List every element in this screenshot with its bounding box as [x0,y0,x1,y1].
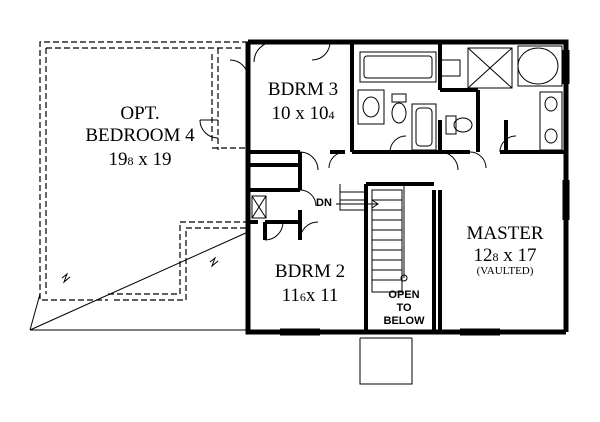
master-bath-fixtures [440,45,563,151]
master-dimensions: 128 x 17 [450,246,560,265]
hall-bath-fixtures [357,51,437,151]
opt-bedroom4-dimensions: 198 x 19 [70,150,210,169]
bdrm2-dim-a: 11 [281,285,300,306]
master-dim-a-sub: 8 [492,250,499,264]
bdrm2-dim-b: x 11 [305,285,339,306]
opt-bedroom4-dim-b: x 19 [133,149,172,170]
master-dim-a: 12 [473,245,493,266]
bdrm3-label: BDRM 3 [267,79,339,100]
opt-bedroom4-label-line2: BEDROOM 4 [85,125,195,146]
porch-roof [359,337,413,385]
opt-bedroom4-outline [39,41,248,301]
bdrm3-dimensions: 10 x 104 [258,104,348,123]
bdrm3-dim-a-sub: 4 [328,108,335,122]
opt-bedroom4-breaks [29,231,249,331]
door-swings [253,41,517,241]
linen-closet [251,195,267,219]
opt-bedroom4-dim-a-sub: 8 [127,154,134,168]
bdrm3-dim-a: 10 x 10 [271,103,329,124]
interior-walls [248,42,566,332]
open-to-below-line1: OPEN [388,289,420,301]
master-dim-b: x 17 [498,245,537,266]
stair-treads [339,184,408,293]
open-to-below-line2: TO [396,302,412,314]
bdrm2-dim-a-sub: 6 [299,290,306,304]
bdrm2-dimensions: 116x 11 [262,286,358,305]
open-to-below-line3: BELOW [383,315,425,327]
windows [280,50,570,336]
stair-dn-label: DN [316,197,332,209]
opt-bedroom4-dim-a: 19 [108,149,128,170]
dn-arrow-icon [336,199,379,209]
opt-bedroom4-label-line1: OPT. [120,103,160,124]
bdrm2-label: BDRM 2 [274,261,346,282]
master-label: MASTER [466,223,544,244]
master-note: (VAULTED) [476,265,534,277]
